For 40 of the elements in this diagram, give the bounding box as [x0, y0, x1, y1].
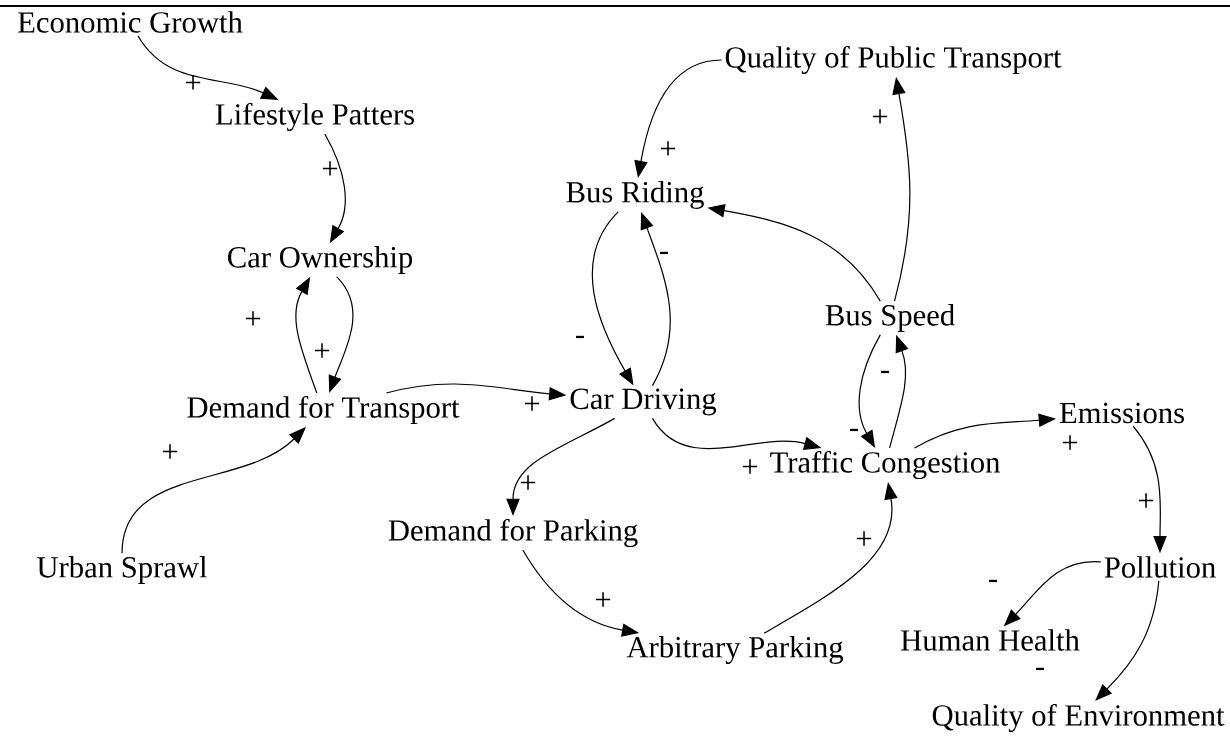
polarity-sign: +	[162, 444, 178, 459]
variable-label: Demand for Transport	[187, 395, 460, 425]
polarity-sign: +	[742, 459, 758, 474]
polarity-sign: +	[322, 161, 338, 176]
variable-label: Quality of Public Transport	[725, 45, 1062, 75]
polarity-sign: +	[245, 311, 261, 326]
variable-label: Car Ownership	[228, 246, 413, 274]
polarity-sign: +	[660, 141, 676, 156]
variable-label: Bus Riding	[566, 181, 704, 209]
variable-label: Emissions	[1059, 402, 1184, 424]
polarity-sign: +	[314, 343, 330, 358]
polarity-sign: -	[850, 428, 859, 432]
polarity-sign: +	[1062, 435, 1078, 450]
polarity-sign: +	[520, 475, 536, 490]
variable-label: Lifestyle Patters	[215, 102, 414, 132]
polarity-sign: -	[989, 579, 998, 583]
variable-label: Pollution	[1104, 556, 1216, 578]
variable-label: Quality of Environment	[932, 703, 1225, 733]
variable-label: Arbitrary Parking	[626, 636, 844, 664]
variable-label: Car Driving	[570, 388, 717, 416]
variable-label: Traffic Congestion	[770, 450, 1000, 480]
polarity-sign: +	[1138, 493, 1154, 508]
variable-label: Human Health	[901, 629, 1080, 651]
polarity-sign: +	[524, 396, 540, 411]
variable-label: Economic Growth	[18, 11, 243, 33]
polarity-sign: -	[881, 370, 889, 374]
polarity-sign: -	[1036, 667, 1045, 671]
polarity-sign: +	[872, 109, 888, 124]
polarity-sign: -	[576, 335, 584, 339]
variable-label: Bus Speed	[825, 304, 955, 332]
variable-label: Urban Sprawl	[37, 556, 207, 584]
polarity-sign: +	[185, 75, 201, 90]
polarity-sign: +	[856, 531, 872, 546]
arrow	[858, 334, 881, 448]
arrow	[328, 276, 354, 393]
arrow	[1095, 580, 1160, 701]
polarity-sign: -	[660, 251, 668, 255]
arrow	[121, 427, 306, 554]
polarity-sign: +	[595, 592, 611, 607]
variable-label: Demand for Parking	[388, 518, 638, 548]
